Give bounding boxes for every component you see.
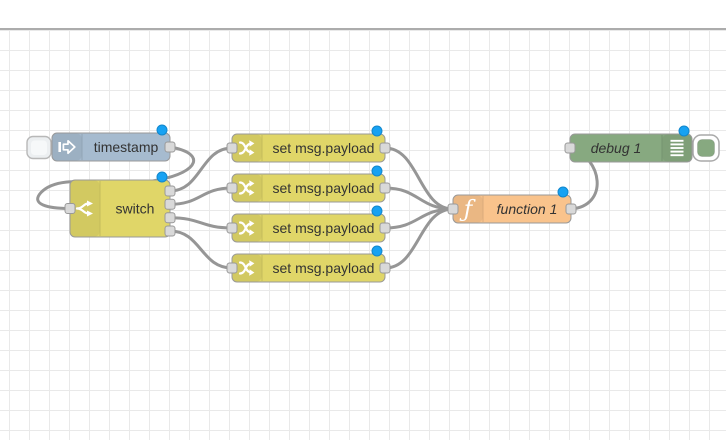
output-port-1[interactable]	[164, 141, 176, 153]
output-port-1[interactable]	[379, 262, 391, 274]
changed-indicator-dot	[156, 171, 168, 183]
input-port-1[interactable]	[226, 142, 238, 154]
icon-region	[70, 180, 100, 237]
input-port-1[interactable]	[447, 203, 459, 215]
change-icon	[249, 149, 255, 156]
wire-3[interactable]	[168, 186, 234, 206]
node-change-1: set msg.payload	[226, 125, 391, 163]
workspace-top-strip	[0, 0, 726, 30]
output-port-4[interactable]	[164, 225, 176, 237]
node-function-1: ƒ function 1	[447, 186, 577, 224]
inject-button-face	[31, 140, 47, 155]
node-label: set msg.payload	[273, 220, 375, 236]
input-port-1[interactable]	[226, 182, 238, 194]
output-port-1[interactable]	[164, 185, 176, 197]
debug-toggle-state	[697, 139, 715, 157]
output-port-2[interactable]	[164, 198, 176, 210]
wire-9[interactable]	[383, 207, 455, 270]
icon-region	[52, 133, 82, 161]
wire-5[interactable]	[168, 229, 234, 270]
debug-icon	[670, 147, 684, 149]
node-label: function 1	[497, 201, 558, 217]
node-label: switch	[116, 201, 155, 217]
output-port-1[interactable]	[379, 182, 391, 194]
output-port-1[interactable]	[379, 222, 391, 234]
wire-2[interactable]	[168, 146, 234, 193]
node-label: timestamp	[94, 139, 159, 155]
change-icon	[249, 140, 255, 147]
debug-icon	[670, 139, 684, 142]
inject-icon	[62, 139, 76, 155]
node-label: set msg.payload	[273, 180, 375, 196]
change-icon	[249, 180, 255, 187]
wire-6[interactable]	[383, 146, 455, 211]
switch-icon	[75, 207, 90, 215]
debug-icon	[670, 154, 684, 157]
change-icon	[249, 189, 255, 196]
change-icon	[238, 221, 252, 234]
changed-indicator-dot	[371, 165, 383, 177]
node-debug-1: debug 1	[564, 125, 720, 163]
node-change-3: set msg.payload	[226, 205, 391, 243]
node-switch: switch	[64, 171, 176, 238]
changed-indicator-dot	[371, 245, 383, 257]
input-port-1[interactable]	[564, 142, 576, 154]
switch-icon	[87, 200, 93, 207]
switch-icon	[87, 210, 93, 217]
output-port-1[interactable]	[379, 142, 391, 154]
wire-4[interactable]	[168, 216, 234, 230]
change-icon	[249, 260, 255, 267]
change-icon	[249, 229, 255, 236]
node-label: set msg.payload	[273, 260, 375, 276]
change-icon	[249, 220, 255, 227]
change-icon	[238, 141, 252, 154]
changed-indicator-dot	[678, 125, 690, 137]
changed-indicator-dot	[371, 125, 383, 137]
node-label: debug 1	[591, 140, 642, 156]
changed-indicator-dot	[156, 124, 168, 136]
output-port-3[interactable]	[164, 212, 176, 224]
inject-icon	[58, 142, 61, 152]
change-icon	[238, 261, 252, 274]
input-port-1[interactable]	[226, 262, 238, 274]
node-label: set msg.payload	[273, 140, 375, 156]
node-change-4: set msg.payload	[226, 245, 391, 283]
icon-region	[453, 195, 483, 223]
output-port-1[interactable]	[565, 203, 577, 215]
function-icon: ƒ	[459, 197, 476, 223]
node-change-2: set msg.payload	[226, 165, 391, 203]
changed-indicator-dot	[557, 186, 569, 198]
changed-indicator-dot	[371, 205, 383, 217]
change-icon	[249, 269, 255, 276]
change-icon	[238, 181, 252, 194]
input-port-1[interactable]	[226, 222, 238, 234]
input-port-1[interactable]	[64, 203, 76, 214]
debug-icon	[670, 150, 684, 153]
debug-icon	[670, 143, 684, 146]
node-timestamp: timestamp	[26, 124, 176, 162]
